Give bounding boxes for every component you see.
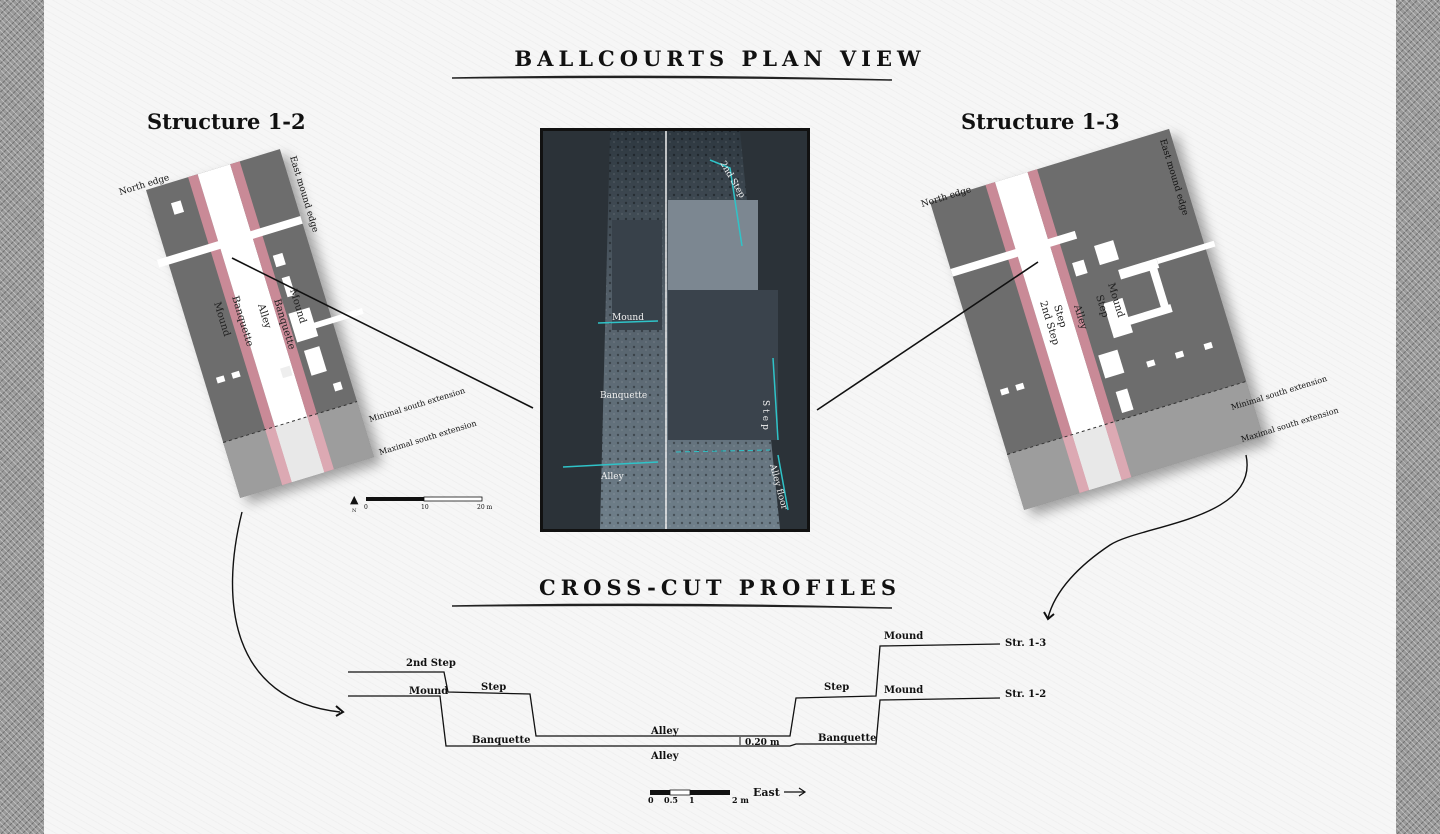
cross-cut-profiles: 2nd Step Step Mound Banquette Alley Alle… <box>348 631 1046 762</box>
svg-text:2nd Step: 2nd Step <box>406 658 456 669</box>
svg-text:Banquette: Banquette <box>472 735 530 746</box>
right-arrowhead-icon <box>1043 611 1055 621</box>
left-arrowhead-icon <box>335 705 345 717</box>
svg-text:Mound: Mound <box>884 685 923 696</box>
left-connector-line <box>231 257 534 409</box>
svg-text:Alley: Alley <box>650 751 680 762</box>
svg-text:Banquette: Banquette <box>818 733 876 744</box>
right-curve-arrow <box>1047 454 1248 619</box>
svg-text:Alley: Alley <box>600 472 625 482</box>
left-border-texture <box>0 0 44 834</box>
svg-text:Mound: Mound <box>409 686 448 697</box>
svg-text:Mound: Mound <box>884 631 923 642</box>
svg-text:Banquette: Banquette <box>600 391 647 401</box>
north-arrow-icon: ▲ <box>350 493 359 506</box>
plan-scale-bar: ▲ N 0 10 20 m <box>350 493 493 514</box>
svg-text:Str. 1-3: Str. 1-3 <box>1005 638 1046 649</box>
structure-left-title: Structure 1-2 <box>147 109 306 134</box>
svg-text:Mound: Mound <box>612 313 644 323</box>
left-maximal-south-label: Maximal south extension <box>378 419 478 457</box>
left-minimal-south-label: Minimal south extension <box>368 386 466 424</box>
right-connector-line <box>816 261 1039 411</box>
cross-cut-heading: CROSS-CUT PROFILES <box>539 575 901 600</box>
plan-heading-underline <box>451 75 893 81</box>
profile-str-1-2 <box>348 695 1001 747</box>
plan-view-heading: BALLCOURTS PLAN VIEW <box>514 46 926 71</box>
east-label: East <box>753 786 781 799</box>
trench-photo: Mound Banquette Alley 2nd Step Step Alle… <box>540 128 810 532</box>
structure-right-title: Structure 1-3 <box>961 109 1120 134</box>
profile-scale-bar: 0 0.5 1 2 m East <box>648 786 807 805</box>
structure-right-plan <box>930 128 1264 510</box>
svg-text:2 m: 2 m <box>732 795 749 805</box>
svg-text:Step: Step <box>824 682 849 693</box>
left-curve-arrow <box>231 511 341 713</box>
svg-text:Step: Step <box>760 400 770 433</box>
cross-heading-underline <box>451 603 893 609</box>
svg-text:Step: Step <box>481 682 506 693</box>
svg-text:0.5: 0.5 <box>664 795 678 805</box>
profile-str-1-3 <box>348 643 1001 737</box>
svg-text:0: 0 <box>364 504 368 511</box>
svg-text:Alley: Alley <box>650 726 680 737</box>
structure-left-plan <box>146 149 375 498</box>
svg-text:10: 10 <box>421 504 429 511</box>
svg-text:0.20 m: 0.20 m <box>745 738 780 748</box>
right-border-texture <box>1396 0 1440 834</box>
svg-text:1: 1 <box>689 795 695 805</box>
svg-text:0: 0 <box>648 795 654 805</box>
svg-text:Str. 1-2: Str. 1-2 <box>1005 689 1046 700</box>
svg-text:20 m: 20 m <box>477 504 493 511</box>
svg-text:N: N <box>352 508 357 514</box>
